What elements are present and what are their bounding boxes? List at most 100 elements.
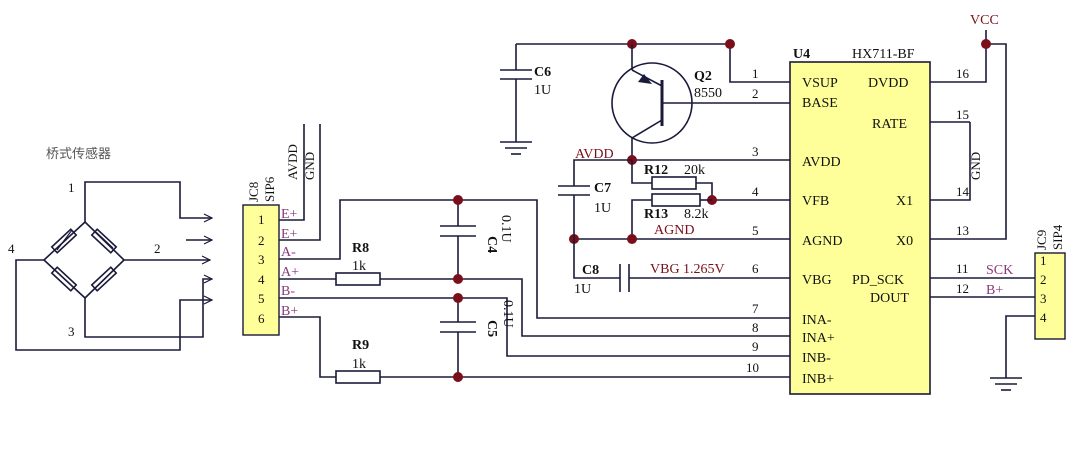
sensor-node-4: 4 <box>8 241 15 256</box>
u4-pin-num-7: 7 <box>752 301 759 316</box>
u4-pin-name-ina-plus: INA+ <box>802 331 835 346</box>
resistor-r9 <box>335 370 381 384</box>
ic-u4-hx711: U4 HX711-BF VSUP BASE AVDD VFB AGND VBG … <box>746 43 1035 395</box>
jc8-net-3: A- <box>281 245 296 260</box>
junction <box>453 274 463 284</box>
r13-ref: R13 <box>644 207 668 222</box>
c7-ref: C7 <box>594 181 611 196</box>
u4-pin-num-5: 5 <box>752 223 759 238</box>
c5-ref: C5 <box>484 320 499 337</box>
net-vbg-label: VBG 1.265V <box>650 262 725 277</box>
u4-pin-num-3: 3 <box>752 144 759 159</box>
c6-value: 1U <box>534 83 551 98</box>
u4-pin-name-dvdd: DVDD <box>868 76 908 91</box>
u4-pin-name-x1: X1 <box>896 194 913 209</box>
net-vcc-label: VCC <box>970 13 999 28</box>
c4-ref: C4 <box>484 236 499 253</box>
jc9-pin-1: 1 <box>1040 253 1047 268</box>
u4-pin-name-vbg: VBG <box>802 273 832 288</box>
c7-value: 1U <box>594 201 611 216</box>
u4-pin-num-9: 9 <box>752 339 759 354</box>
r12-ref: R12 <box>644 163 668 178</box>
u4-pin-num-1: 1 <box>752 66 759 81</box>
u4-pin-name-pd-sck: PD_SCK <box>852 273 904 288</box>
jc8-pin-6: 6 <box>258 311 265 326</box>
sensor-node-1: 1 <box>68 180 75 195</box>
jc9-pin-2: 2 <box>1040 272 1047 287</box>
c6-ref: C6 <box>534 65 551 80</box>
u4-pin-num-13: 13 <box>956 223 969 238</box>
resistor-r12 <box>651 176 697 190</box>
jc9-pin-3: 3 <box>1040 291 1047 306</box>
jc9-type: SIP4 <box>1050 224 1065 250</box>
u4-pin-name-inb-minus: INB- <box>802 351 831 366</box>
net-gnd-label: GND <box>968 152 983 180</box>
jc8-pin-4: 4 <box>258 272 265 287</box>
net-avdd-label: AVDD <box>575 147 614 162</box>
vcc-rail: VCC <box>970 13 999 49</box>
jc8-pin-2: 2 <box>258 233 265 248</box>
u4-pin-num-16: 16 <box>956 66 970 81</box>
sensor-node-3: 3 <box>68 324 75 339</box>
u4-pin-num-11: 11 <box>956 261 969 276</box>
jc9-net-bplus: B+ <box>986 283 1003 298</box>
u4-pin-name-vsup: VSUP <box>802 76 838 91</box>
input-network: R8 1k R9 1k C4 0.1U C5 0.1U <box>279 195 790 384</box>
jc9-net-sck: SCK <box>986 263 1013 278</box>
sensor-label: 桥式传感器 <box>46 146 111 162</box>
c8-ref: C8 <box>582 263 599 278</box>
q2-value: 8550 <box>694 86 722 101</box>
r9-ref: R9 <box>352 338 369 353</box>
u4-pin-name-vfb: VFB <box>802 194 829 209</box>
jc8-net-6: B+ <box>281 304 298 319</box>
u4-pin-name-x0: X0 <box>896 234 913 249</box>
connector-jc8: JC8 SIP6 1 2 3 4 5 6 E+ E+ A- A+ B- B+ A… <box>242 124 321 336</box>
u4-pin-num-8: 8 <box>752 320 759 335</box>
u4-pin-name-inb-plus: INB+ <box>802 372 834 387</box>
resistor-r13 <box>651 193 701 207</box>
jc8-net-4: A+ <box>281 265 299 280</box>
r9-value: 1k <box>352 357 366 372</box>
jc8-pin-1: 1 <box>258 212 265 227</box>
u4-pin-num-12: 12 <box>956 281 969 296</box>
r12-value: 20k <box>684 163 705 178</box>
junction <box>453 195 463 205</box>
jc9-pin-4: 4 <box>1040 310 1047 325</box>
connector-jc9: JC9 SIP4 1 2 3 4 SCK B+ <box>986 224 1066 391</box>
u4-pin-num-2: 2 <box>752 86 759 101</box>
jc9-ref: JC9 <box>1034 230 1049 250</box>
u4-pin-num-6: 6 <box>752 261 759 276</box>
jc8-type: SIP6 <box>262 176 277 202</box>
r13-value: 8.2k <box>684 207 709 222</box>
jc8-net-2: E+ <box>281 227 298 242</box>
u4-pin-num-14: 14 <box>956 184 970 199</box>
junction <box>627 234 637 244</box>
junction <box>981 39 991 49</box>
r8-value: 1k <box>352 259 366 274</box>
junction <box>725 39 735 49</box>
c5-value: 0.1U <box>500 300 515 328</box>
u4-pin-name-avdd: AVDD <box>802 155 841 170</box>
junction <box>453 293 463 303</box>
r8-ref: R8 <box>352 241 369 256</box>
resistor-r8 <box>335 272 381 286</box>
c8-value: 1U <box>574 282 591 297</box>
u4-ref: U4 <box>793 47 810 62</box>
jc8-net-gnd: GND <box>302 152 317 180</box>
jc8-net-1: E+ <box>281 207 298 222</box>
junction <box>453 372 463 382</box>
jc8-pin-5: 5 <box>258 291 265 306</box>
jc8-net-5: B- <box>281 284 295 299</box>
bridge-sensor: 桥式传感器 1 2 3 4 <box>8 146 214 351</box>
u4-pin-name-base: BASE <box>802 96 838 111</box>
u4-pin-name-ina-minus: INA- <box>802 313 832 328</box>
jc8-net-avdd: AVDD <box>285 144 300 180</box>
power-section: C6 1U Q2 8550 AVDD R12 20k R13 8.2k <box>500 39 790 297</box>
u4-part: HX711-BF <box>852 47 915 62</box>
u4-pin-num-15: 15 <box>956 107 969 122</box>
u4-pin-num-10: 10 <box>746 360 759 375</box>
u4-pin-name-dout: DOUT <box>870 291 909 306</box>
sensor-node-2: 2 <box>154 241 161 256</box>
u4-pin-name-rate: RATE <box>872 117 907 132</box>
